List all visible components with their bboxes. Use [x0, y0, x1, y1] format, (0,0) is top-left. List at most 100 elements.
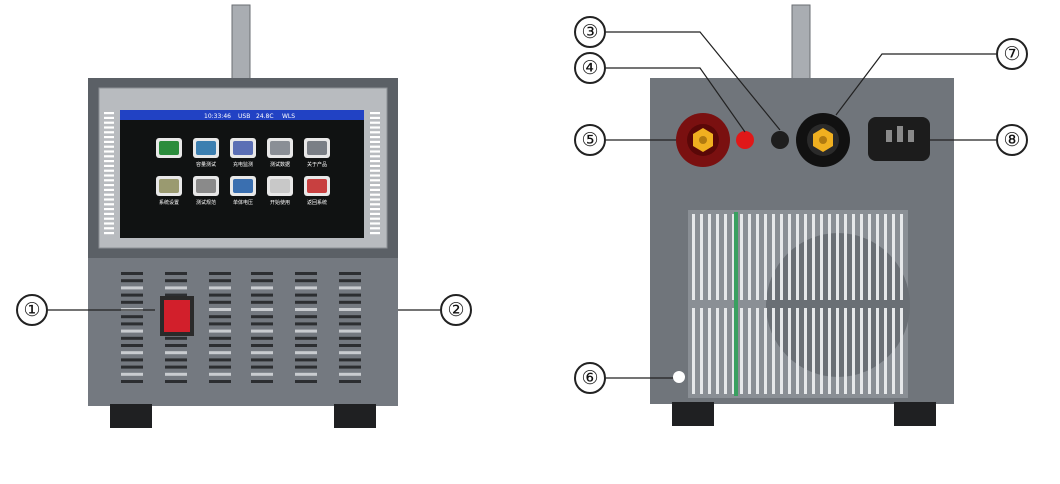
rear-vent-slot [772, 214, 775, 300]
bezel-rib [370, 116, 380, 119]
rear-vent-slot [748, 308, 751, 394]
power-inlet-pin-right [908, 130, 914, 142]
vent-slot [295, 272, 317, 275]
vent-slot [209, 272, 231, 275]
vent-slot [121, 336, 143, 340]
front-vent-grille [121, 272, 361, 383]
vent-slot [165, 272, 187, 275]
vent-slot [251, 351, 273, 355]
rear-vent-slot [772, 308, 775, 394]
vent-slot [209, 329, 231, 333]
rear-vent-slot [812, 214, 815, 300]
bezel-rib [104, 121, 114, 124]
bezel-rib [104, 145, 114, 148]
bezel-rib [370, 174, 380, 177]
rear-vent-slot [892, 308, 895, 394]
rear-vent-slot [788, 308, 791, 394]
vent-slot [121, 293, 143, 297]
vent-slot [339, 272, 361, 275]
rear-vent-slot [700, 214, 703, 300]
vent-slot [339, 365, 361, 369]
bezel-rib [104, 232, 114, 235]
bezel-rib [370, 198, 380, 201]
rear-vent-slot [804, 308, 807, 394]
bezel-rib [370, 112, 380, 115]
bezel-rib [370, 164, 380, 167]
bezel-rib [104, 131, 114, 134]
vent-slot [251, 315, 273, 319]
bezel-rib [104, 193, 114, 196]
red-indicator-led [736, 131, 754, 149]
bezel-rib [370, 227, 380, 230]
bezel-rib [104, 140, 114, 143]
vent-slot [209, 336, 231, 340]
callout-4: ④ [574, 52, 606, 84]
vent-slot [295, 372, 317, 376]
vent-slot [209, 308, 231, 311]
vent-slot [121, 372, 143, 376]
front-view: 10:33:46 USB 24.8C WLS 容量测试充电监测测试数据关于产品系… [88, 4, 398, 428]
vent-slot [339, 286, 361, 290]
screen-app-label: 容量测试 [196, 161, 216, 168]
bezel-rib [370, 179, 380, 182]
screen-app-label: 返回系统 [307, 199, 327, 206]
red-terminal-pin [699, 136, 707, 144]
leader-lines [48, 31, 996, 379]
vent-slot [295, 358, 317, 362]
vent-slot [339, 380, 361, 383]
bezel-rib [104, 136, 114, 139]
vent-slot [121, 272, 143, 275]
callout-7: ⑦ [996, 38, 1028, 70]
screen-app-icon [307, 179, 327, 193]
rear-vent-slot [716, 214, 719, 300]
rear-vent-slot [900, 214, 903, 300]
rear-vent-slot [724, 214, 727, 300]
screen-app-label: 开始使用 [270, 199, 290, 206]
vent-slot [165, 344, 187, 347]
black-socket [771, 131, 789, 149]
screen-app-icon [270, 141, 290, 155]
status-time: 10:33:46 [204, 113, 231, 120]
vent-slot [339, 308, 361, 311]
screen-app-icon [270, 179, 290, 193]
leader-7 [835, 53, 996, 116]
screen-app-label: 测试数据 [270, 161, 290, 168]
rear-vent-slot [764, 214, 767, 300]
power-inlet-pin-left [886, 130, 892, 142]
vent-slot [121, 329, 143, 333]
rear-foot-right [894, 402, 936, 426]
bezel-rib [104, 222, 114, 225]
rear-vent-slot [796, 308, 799, 394]
vent-slot [251, 344, 273, 347]
vent-slot [295, 286, 317, 290]
bezel-rib [370, 188, 380, 191]
rear-handle [791, 4, 811, 81]
bezel-rib [370, 217, 380, 220]
rear-vent-slot [860, 214, 863, 300]
bezel-rib [370, 136, 380, 139]
screen-app-label: 充电监测 [233, 161, 253, 168]
status-temp: 24.8C [256, 113, 274, 120]
rear-vent-slot [732, 214, 735, 300]
rear-view [650, 4, 954, 426]
rear-vent-slot [716, 308, 719, 394]
bezel-rib [104, 169, 114, 172]
callout-8: ⑧ [996, 124, 1028, 156]
fan-shadow [766, 233, 910, 377]
vent-slot [209, 300, 231, 304]
vent-slot [339, 293, 361, 297]
vent-slot [251, 365, 273, 369]
leader-3 [606, 31, 781, 131]
bezel-rib [104, 212, 114, 215]
rear-vent-slot [756, 308, 759, 394]
bezel-rib [370, 155, 380, 158]
screen-app-label: 关于产品 [307, 161, 327, 168]
bezel-rib [370, 140, 380, 143]
vent-slot [295, 315, 317, 319]
bezel-rib [104, 112, 114, 115]
vent-slot [121, 380, 143, 383]
vent-slot [295, 293, 317, 297]
black-terminal-pin [819, 136, 827, 144]
bezel-rib [104, 155, 114, 158]
vent-slot [295, 344, 317, 347]
